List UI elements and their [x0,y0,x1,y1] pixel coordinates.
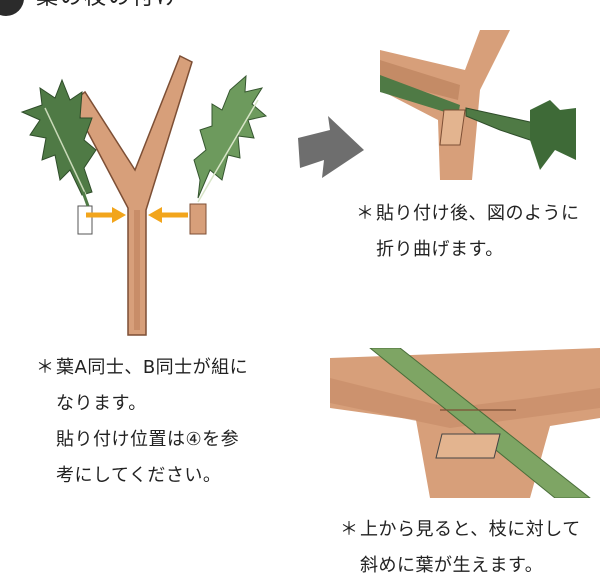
note-top-view-line-1: ＊上から見ると、枝に対して [340,519,581,540]
step-header: 葉の枝の付け [0,0,200,16]
right-arrow-icon [86,207,126,223]
note-pairing-line-2: なります。 [56,393,147,414]
leaf-left [20,78,97,235]
y-branch [71,54,193,336]
branch-illustration [20,54,268,336]
note-after-paste: ＊貼り付け後、図のように 折り曲げます。 [356,196,580,268]
leaf-right [189,74,268,235]
step-title: 葉の枝の付け [36,0,180,10]
folded-closeup-image [380,30,576,180]
note-after-paste-line-2: 折り曲げます。 [376,239,504,260]
note-top-view-line-2: 斜めに葉が生えます。 [360,555,544,576]
top-view-closeup-image [330,348,600,498]
note-top-view: ＊上から見ると、枝に対して 斜めに葉が生えます。 [340,512,581,584]
note-after-paste-line-1: ＊貼り付け後、図のように [356,203,580,224]
next-step-arrow-icon [298,116,364,178]
note-pairing-line-1: ＊葉A同士、B同士が組に [36,357,249,378]
note-pairing-line-3: 貼り付け位置は④を参 [56,429,240,450]
note-pairing: ＊葉A同士、B同士が組に なります。 貼り付け位置は④を参 考にしてください。 [36,350,248,494]
left-arrow-icon [148,207,188,223]
note-pairing-line-4: 考にしてください。 [56,465,222,486]
step-number-icon [0,0,24,16]
